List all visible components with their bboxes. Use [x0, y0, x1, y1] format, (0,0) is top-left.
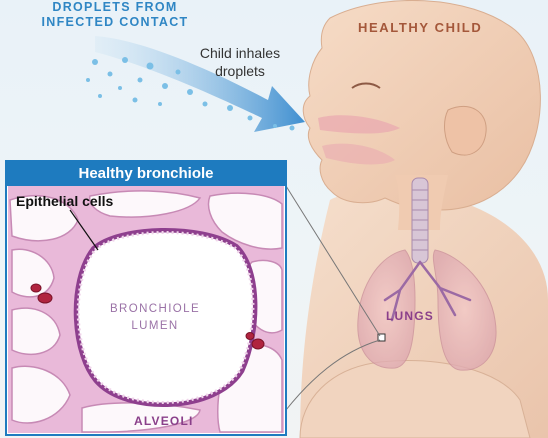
droplets-source-label: DROPLETS FROM INFECTED CONTACT [10, 0, 220, 30]
inset-title: Healthy bronchiole [6, 161, 286, 186]
inhale-label: Child inhales droplets [180, 44, 300, 80]
child-ear [445, 106, 487, 155]
lumen-line1: BRONCHIOLE [90, 301, 220, 318]
lumen-line2: LUMEN [90, 318, 220, 335]
lungs-label: LUNGS [386, 309, 434, 323]
epithelial-cells-label: Epithelial cells [16, 193, 113, 209]
alveoli-label: ALVEOLI [134, 414, 194, 428]
droplets-source-line2: INFECTED CONTACT [10, 15, 220, 30]
bronchiole-lumen-label: BRONCHIOLE LUMEN [90, 301, 220, 335]
inhale-line1: Child inhales [180, 44, 300, 62]
healthy-child-label: HEALTHY CHILD [358, 20, 482, 35]
droplets-source-line1: DROPLETS FROM [10, 0, 220, 15]
inhale-line2: droplets [180, 62, 300, 80]
